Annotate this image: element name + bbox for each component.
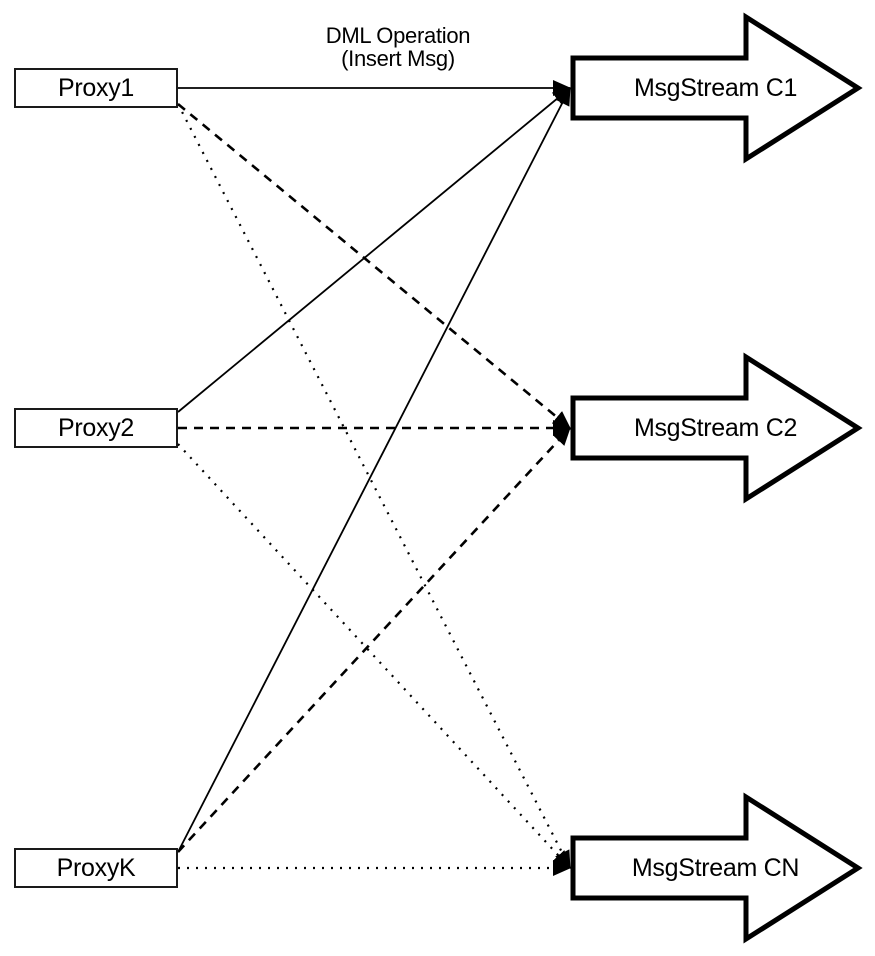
edge-proxy1-to-msgstream-c2 (177, 102, 571, 430)
edge-proxy2-to-msgstream-c1 (177, 87, 571, 413)
edge-annotation: DML Operation (Insert Msg) (276, 24, 520, 70)
proxy1-label: Proxy1 (57, 74, 134, 102)
proxy-box-shapes (14, 68, 178, 888)
stream-arrow-shapes (570, 12, 863, 944)
msgstream-c1-arrow (570, 12, 863, 164)
msgstream-cn-arrow (570, 792, 863, 944)
proxy1-box (14, 68, 178, 108)
edge-proxyk-to-msgstream-c2 (177, 427, 571, 853)
msgstream-cn-label: MsgStream CN (631, 854, 800, 882)
msgstream-c2-arrow (570, 352, 863, 504)
edge-proxy2-to-msgstream-cn (177, 443, 571, 869)
edge-layer (177, 80, 571, 876)
annotation-line-2: (Insert Msg) (341, 46, 455, 71)
msgstream-c2-label: MsgStream C2 (633, 414, 798, 442)
edge-proxyk-to-msgstream-c1 (177, 87, 571, 853)
msgstream-c1-label: MsgStream C1 (633, 74, 798, 102)
proxyk-box (14, 848, 178, 888)
annotation-line-1: DML Operation (325, 23, 471, 48)
edge-proxy1-to-msgstream-cn (177, 103, 571, 869)
proxyk-label: ProxyK (56, 854, 136, 882)
proxy2-label: Proxy2 (57, 414, 134, 442)
proxy2-box (14, 408, 178, 448)
